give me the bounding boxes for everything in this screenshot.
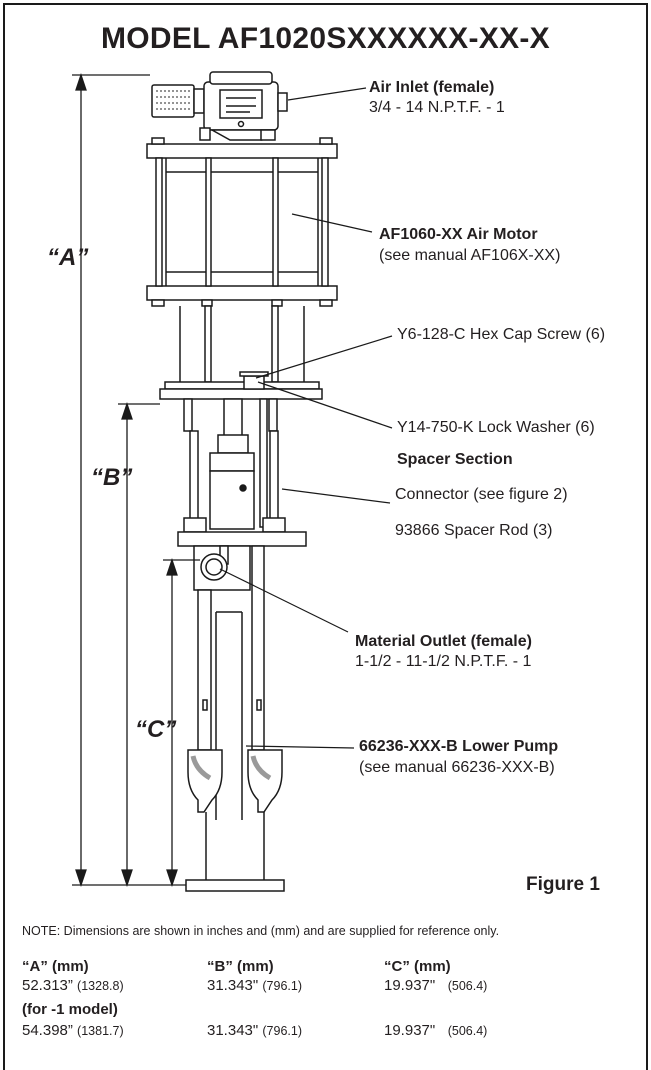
air-motor xyxy=(146,137,338,307)
callout-spacer-section: Spacer Section xyxy=(397,451,513,468)
callout-air-motor: AF1060-XX Air Motor xyxy=(379,226,538,243)
dimension-b-label: “B” xyxy=(91,464,133,491)
callout-lower-pump: 66236-XXX-B Lower Pump xyxy=(359,738,559,755)
table-header-a: “A” (mm) xyxy=(22,958,89,975)
callout-lower-pump-detail: (see manual 66236-XXX-B) xyxy=(359,759,555,776)
figure-label: Figure 1 xyxy=(526,874,600,895)
lower-pump xyxy=(185,545,285,892)
table-row-2-a: 54.398” (1381.7) xyxy=(22,1022,124,1039)
table-row-1-b: 31.343" (796.1) xyxy=(207,977,302,994)
callout-spacer-rod: 93866 Spacer Rod (3) xyxy=(395,522,553,539)
callout-hex-cap-screw: Y6-128-C Hex Cap Screw (6) xyxy=(397,326,606,343)
callout-lock-washer: Y14-750-K Lock Washer (6) xyxy=(397,419,595,436)
table-row-2-c: 19.937" (506.4) xyxy=(384,1022,488,1039)
page-title: MODEL AF1020SXXXXXX-XX-X xyxy=(100,22,550,55)
spacer-section xyxy=(177,398,307,547)
upper-spacer xyxy=(159,305,323,400)
dimension-a-label: “A” xyxy=(47,244,89,271)
callout-air-motor-detail: (see manual AF106X-XX) xyxy=(379,247,561,264)
table-row-2-label: (for -1 model) xyxy=(22,1001,118,1018)
pump-assembly-drawing xyxy=(72,71,393,892)
callout-air-inlet-detail: 3/4 - 14 N.P.T.F. - 1 xyxy=(369,99,505,116)
callout-material-outlet: Material Outlet (female) xyxy=(355,633,532,650)
air-valve-head xyxy=(151,71,288,141)
table-row-1-c: 19.937" (506.4) xyxy=(384,977,488,994)
table-row-1-a: 52.313” (1328.8) xyxy=(22,977,124,994)
reference-note: NOTE: Dimensions are shown in inches and… xyxy=(22,924,500,938)
table-header-b: “B” (mm) xyxy=(207,958,274,975)
callout-material-outlet-detail: 1-1/2 - 11-1/2 N.P.T.F. - 1 xyxy=(355,653,532,670)
dimension-lines xyxy=(72,72,200,888)
callout-air-inlet: Air Inlet (female) xyxy=(369,79,495,96)
table-row-2-b: 31.343" (796.1) xyxy=(207,1022,302,1039)
leader-lines xyxy=(219,87,393,749)
dimension-c-label: “C” xyxy=(135,716,177,743)
callout-connector: Connector (see figure 2) xyxy=(395,486,568,503)
table-header-c: “C” (mm) xyxy=(384,958,451,975)
